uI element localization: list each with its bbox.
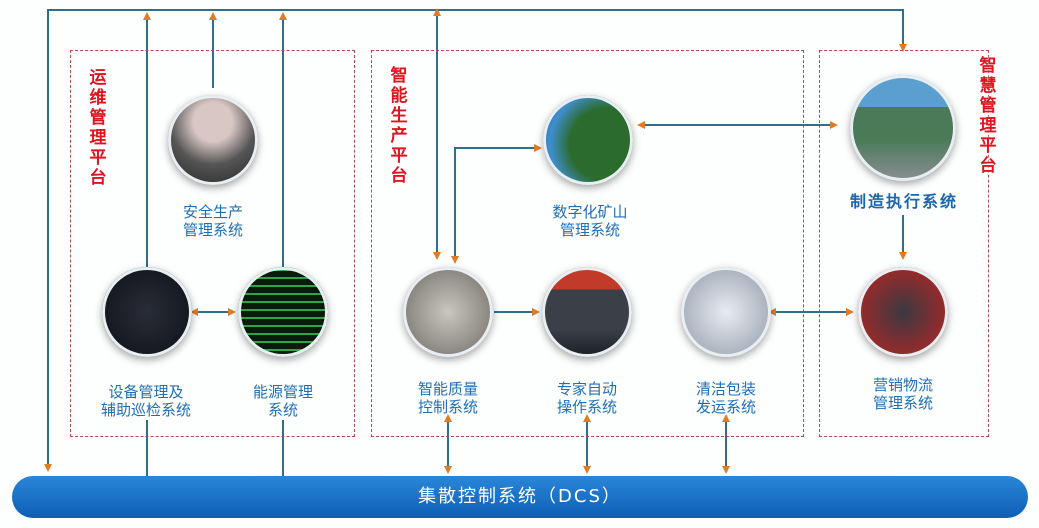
equipment-image: [102, 267, 192, 357]
mes-image: [850, 75, 956, 181]
production-platform-box: [371, 50, 804, 437]
energy-label: 能源管理系统: [252, 383, 313, 419]
ops-platform-box: [70, 50, 355, 437]
platform-label-production: 智能生产平台: [390, 66, 408, 186]
safety-label: 安全生产管理系统: [182, 203, 243, 239]
energy-image: [238, 267, 328, 357]
expert-label: 专家自动操作系统: [556, 380, 617, 416]
equipment-label: 设备管理及辅助巡检系统: [100, 383, 191, 419]
logistics-label: 营销物流管理系统: [872, 376, 933, 412]
quality-label: 智能质量控制系统: [417, 380, 478, 416]
safety-image: [168, 95, 258, 185]
expert-image: [542, 267, 632, 357]
platform-label-management: 智慧管理平台: [979, 56, 997, 176]
mine-label: 数字化矿山管理系统: [552, 203, 628, 239]
quality-image: [403, 267, 493, 357]
mes-label: 制造执行系统: [834, 193, 974, 211]
logistics-image: [858, 267, 948, 357]
dcs-bar: 集散控制系统（DCS）: [12, 476, 1028, 518]
management-platform-box: [819, 50, 989, 437]
packaging-image: [681, 267, 771, 357]
mine-image: [543, 95, 633, 185]
packaging-label: 清洁包装发运系统: [695, 380, 756, 416]
platform-label-ops: 运维管理平台: [89, 68, 107, 188]
